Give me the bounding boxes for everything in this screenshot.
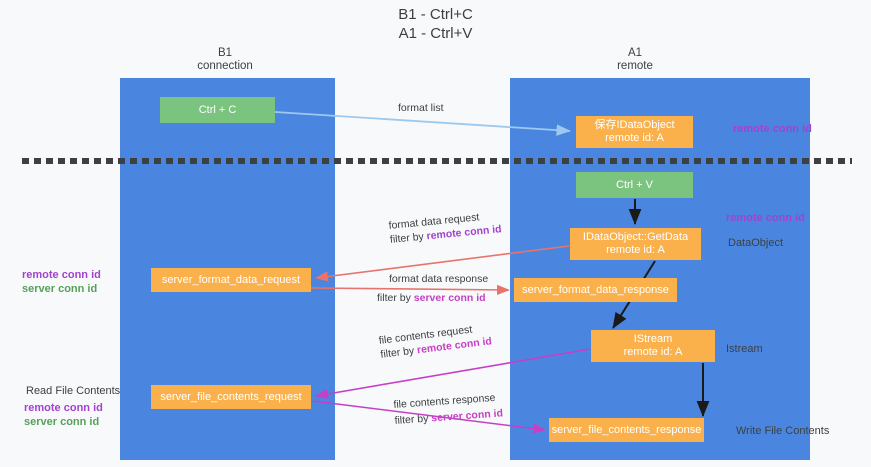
title-line-1: B1 - Ctrl+C	[398, 6, 473, 23]
page-title: B1 - Ctrl+C A1 - Ctrl+V	[0, 5, 871, 43]
edge-label-file-contents-response-filter: filter by	[394, 412, 432, 427]
node-istream-line1: IStream	[633, 333, 673, 345]
edge-format-list	[274, 111, 571, 136]
node-idataobject-line1: 保存IDataObject	[594, 119, 675, 131]
annotation-write-file-contents: Write File Contents	[736, 425, 830, 437]
edge-file-contents-request	[315, 348, 591, 400]
node-ctrl-v[interactable]: Ctrl + V	[576, 172, 693, 198]
edge-label-format-data-response-key: server conn id	[413, 292, 486, 304]
annotation-left-middle-server: server conn id	[22, 283, 98, 295]
node-getdata-line1: IDataObject::GetData	[582, 231, 689, 243]
annotation-remote-conn-id-top: remote conn id	[733, 123, 812, 135]
node-istream[interactable]: IStream remote id: A	[591, 330, 715, 362]
edge-label-format-data-request-filter: filter by	[389, 230, 428, 246]
node-istream-line2: remote id: A	[623, 346, 683, 358]
node-server-file-contents-response[interactable]: server_file_contents_response	[549, 418, 704, 442]
node-idataobject[interactable]: 保存IDataObject remote id: A	[576, 116, 693, 148]
node-server-file-contents-request[interactable]: server_file_contents_request	[151, 385, 311, 409]
edge-file-contents-response	[312, 400, 546, 434]
annotation-left-bottom-server: server conn id	[24, 416, 100, 428]
annotation-left-bottom-remote: remote conn id	[24, 402, 103, 414]
annotation-left-bottom: remote conn id server conn id	[24, 401, 103, 429]
annotation-left-middle: remote conn id server conn id	[22, 268, 101, 296]
node-ctrl-c[interactable]: Ctrl + C	[160, 97, 275, 123]
edge-label-format-data-response-text: format data response	[389, 273, 489, 285]
edge-format-data-request	[315, 245, 570, 282]
node-idataobject-getdata[interactable]: IDataObject::GetData remote id: A	[570, 228, 701, 260]
edge-label-format-list: format list	[398, 101, 444, 115]
edge-format-data-response	[310, 284, 510, 295]
annotation-remote-conn-id-mid: remote conn id	[726, 212, 805, 224]
node-server-format-data-response[interactable]: server_format_data_response	[514, 278, 677, 302]
edge-label-format-list-text: format list	[398, 102, 444, 114]
swimlane-a1-subtitle: remote	[617, 60, 653, 72]
node-server-format-data-request[interactable]: server_format_data_request	[151, 268, 311, 292]
annotation-istream: Istream	[726, 343, 763, 355]
swimlane-a1-name: A1	[627, 47, 643, 59]
phase-divider	[22, 158, 852, 164]
swimlane-b1-name: B1	[217, 47, 233, 59]
edge-label-format-data-response-filter: filter by	[377, 292, 414, 304]
edge-label-format-data-response: format data response filter by server co…	[377, 272, 488, 305]
annotation-read-file-contents: Read File Contents	[26, 385, 121, 397]
swimlane-b1-header: B1 connection	[150, 47, 300, 73]
swimlane-b1-subtitle: connection	[197, 60, 253, 72]
annotation-left-middle-remote: remote conn id	[22, 269, 101, 281]
annotation-dataobject: DataObject	[728, 237, 784, 249]
swimlane-a1-header: A1 remote	[560, 47, 710, 73]
node-getdata-line2: remote id: A	[606, 244, 665, 256]
title-line-2: A1 - Ctrl+V	[398, 25, 473, 42]
node-idataobject-line2: remote id: A	[605, 132, 664, 144]
